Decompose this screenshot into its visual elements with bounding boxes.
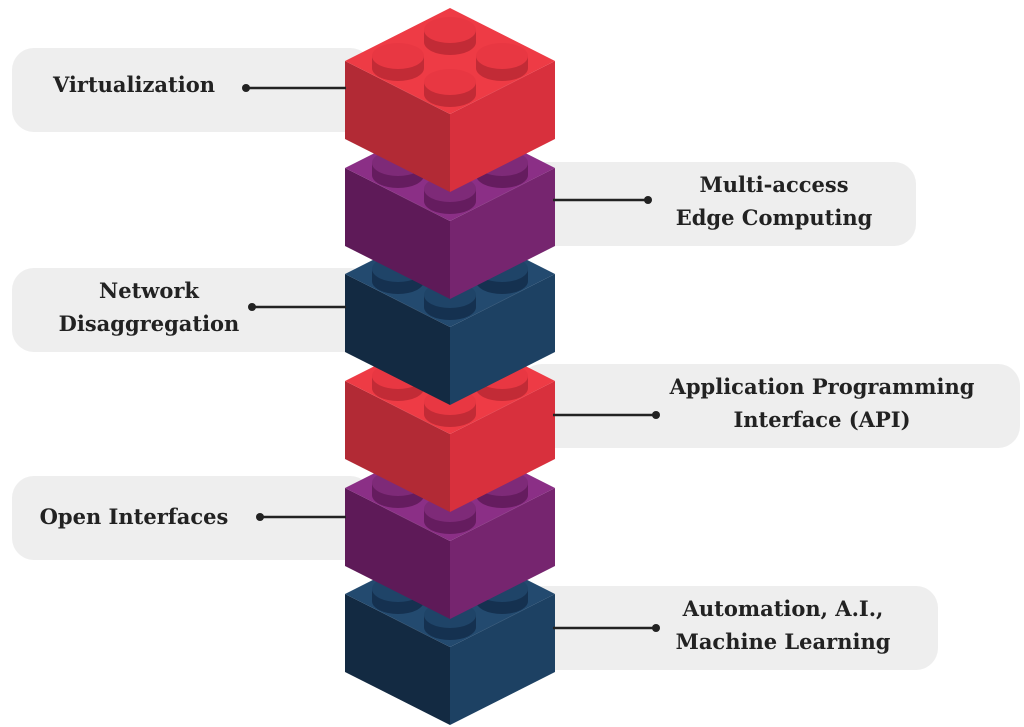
brick-right-face — [450, 168, 555, 299]
pill-api — [520, 364, 1020, 448]
connector-dot-open-interfaces — [256, 513, 264, 521]
brick-top-face — [345, 8, 555, 114]
brick-right-face — [450, 61, 555, 192]
brick-right-face — [450, 488, 555, 619]
brick-stud-top — [476, 43, 528, 69]
brick-right-face — [450, 274, 555, 405]
brick-stud-top — [424, 69, 476, 95]
pill-mec — [520, 162, 916, 246]
label-virtualization: Virtualization — [28, 68, 240, 101]
label-automation: Automation, A.I., Machine Learning — [648, 592, 918, 658]
label-line: Application Programming — [669, 374, 975, 399]
brick-left-face — [345, 61, 450, 192]
brick-stud-top — [424, 17, 476, 43]
connector-dot-mec — [644, 196, 652, 204]
brick-left-face — [345, 274, 450, 405]
label-open-interfaces: Open Interfaces — [14, 500, 254, 533]
block-virtualization — [345, 8, 555, 192]
brick-stud-top — [372, 43, 424, 69]
connector-dot-network-disaggregation — [248, 303, 256, 311]
brick-right-face — [450, 381, 555, 512]
label-line: Multi-access — [699, 172, 849, 197]
connector-dot-api — [652, 411, 660, 419]
label-line: Disaggregation — [58, 311, 240, 336]
connector-dot-virtualization — [242, 84, 250, 92]
brick-right-face — [450, 594, 555, 725]
label-line: Network — [99, 278, 199, 303]
label-network-disaggregation: Network Disaggregation — [24, 274, 274, 340]
label-line: Edge Computing — [675, 205, 873, 230]
brick-left-face — [345, 594, 450, 725]
label-line: Automation, A.I., — [682, 596, 884, 621]
label-mec: Multi-access Edge Computing — [642, 168, 906, 234]
brick-left-face — [345, 488, 450, 619]
label-line: Open Interfaces — [39, 504, 229, 529]
label-line: Virtualization — [53, 72, 215, 97]
connector-dot-automation — [652, 624, 660, 632]
label-line: Interface (API) — [733, 407, 911, 432]
pill-network-disaggregation — [12, 268, 372, 352]
pill-virtualization — [12, 48, 372, 132]
label-api: Application Programming Interface (API) — [632, 370, 1012, 436]
brick-left-face — [345, 381, 450, 512]
brick-left-face — [345, 168, 450, 299]
label-line: Machine Learning — [675, 629, 891, 654]
